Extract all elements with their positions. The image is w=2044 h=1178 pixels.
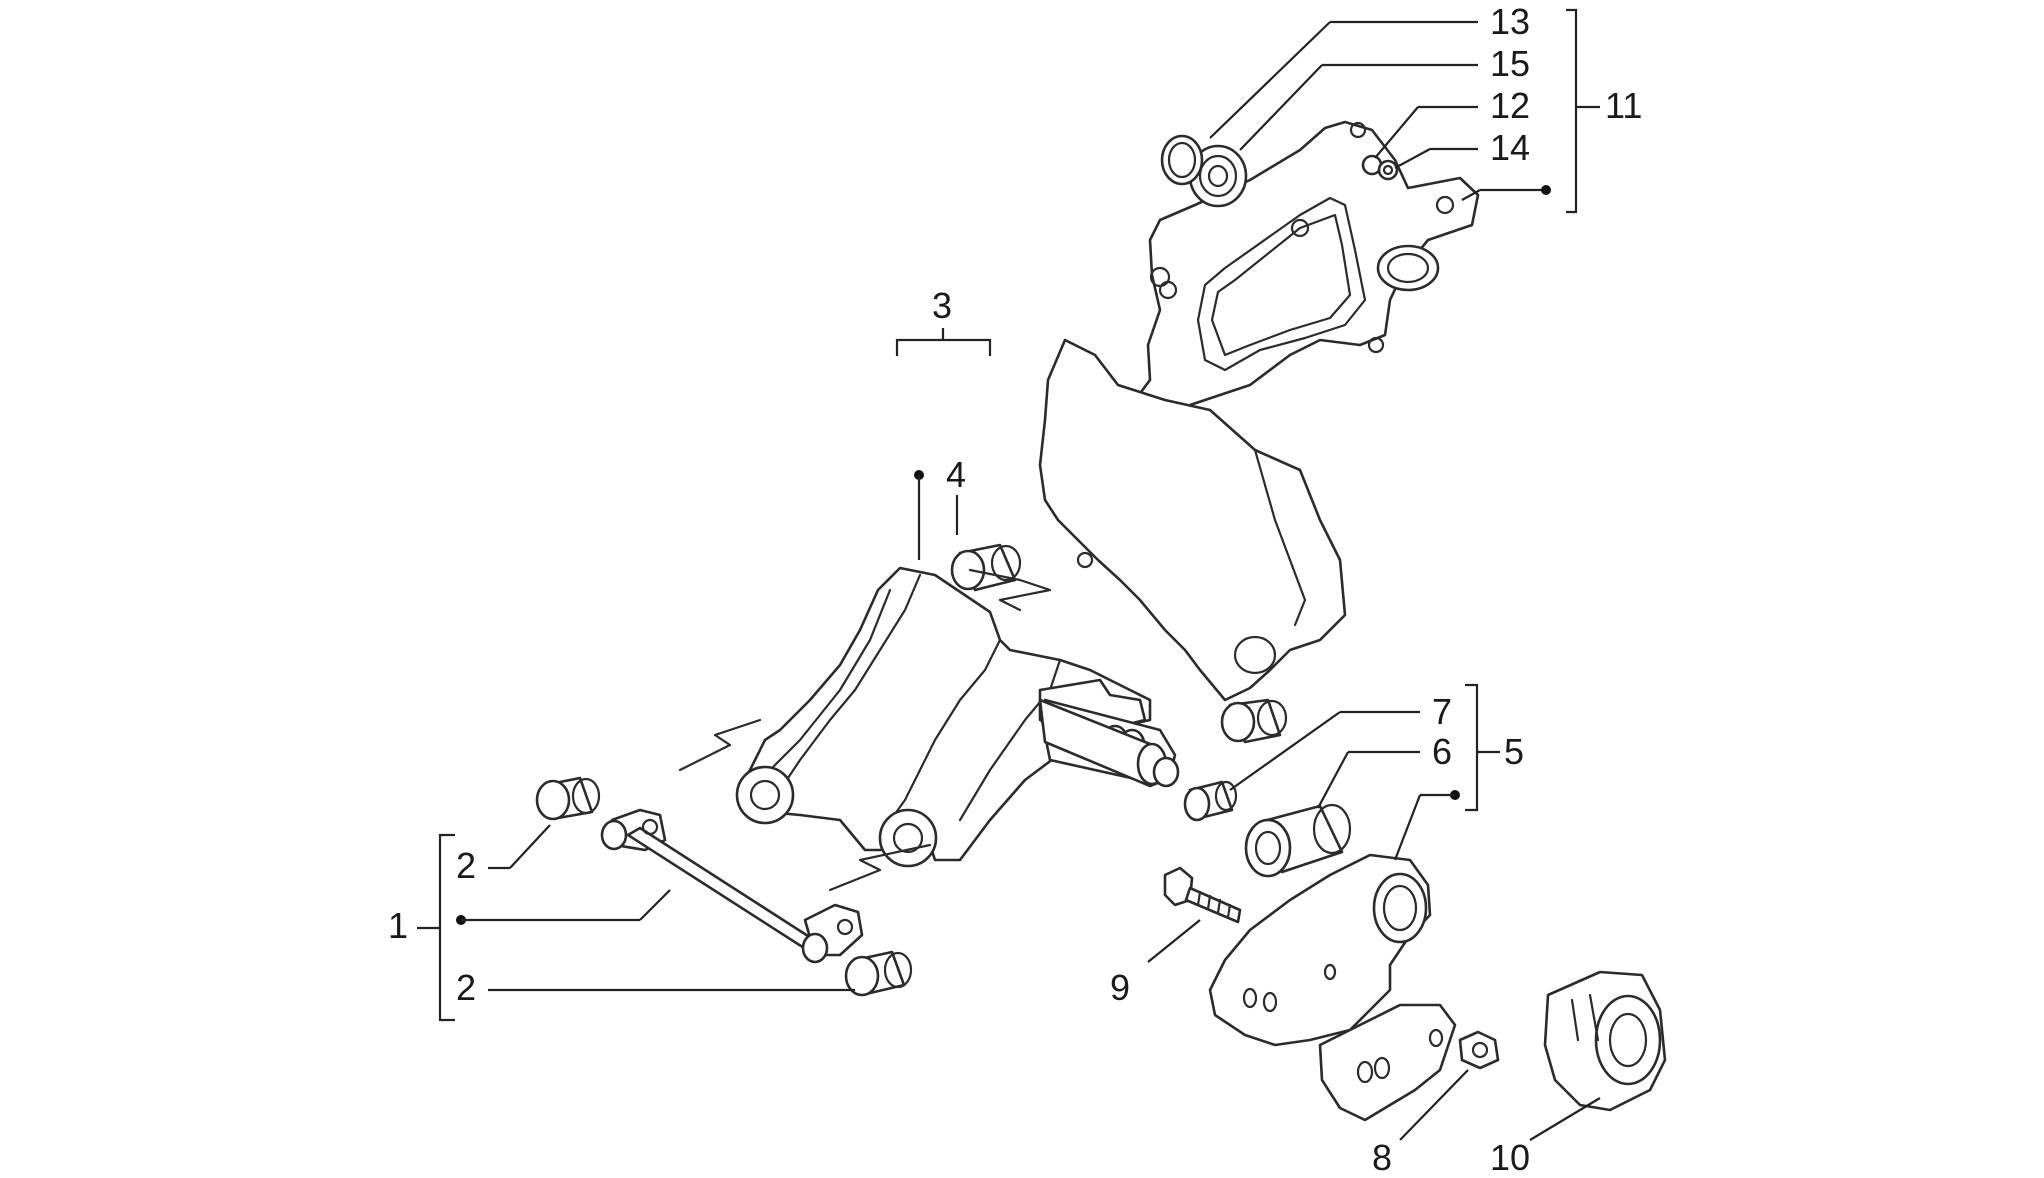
flange-nut-part: [1458, 1030, 1500, 1070]
roller-bearing-part: [1244, 803, 1352, 878]
callout-label-4: 4: [946, 454, 967, 495]
callout-label-11: 11: [1605, 85, 1643, 126]
swingarm-bracket-part: [1101, 120, 1480, 462]
small-plate-part: [1318, 1003, 1457, 1122]
sleeve-part: [1183, 780, 1238, 822]
callout-label-7: 7: [1432, 691, 1453, 732]
pin-bushing-lower-part: [844, 950, 913, 997]
nut-washer-part: [1361, 154, 1399, 181]
callout-label-1: 1: [388, 905, 409, 946]
callout-label-3: 3: [932, 285, 953, 326]
callout-label-2-upper: 2: [456, 845, 477, 886]
link-bushing-part: [1220, 698, 1288, 744]
callout-label-14: 14: [1490, 127, 1531, 168]
swing-link-part: [735, 566, 1177, 868]
callout-label-13: 13: [1490, 1, 1531, 42]
callout-label-10: 10: [1490, 1137, 1531, 1178]
rubber-buffer-part: [1543, 970, 1667, 1112]
alignment-lines: [678, 568, 1052, 892]
callout-label-9: 9: [1110, 967, 1131, 1008]
pin-bushing-upper-part: [535, 776, 601, 821]
bolt-part: [1163, 866, 1242, 924]
callout-label-12: 12: [1490, 85, 1531, 126]
callout-label-2-lower: 2: [456, 967, 477, 1008]
callout-leaders: [417, 8, 1601, 1141]
shaft-part: [1038, 698, 1180, 788]
upper-bushing-part: [950, 543, 1022, 592]
pivot-pin-part: [600, 808, 864, 964]
callout-label-15: 15: [1490, 43, 1531, 84]
bearing-part: [1188, 144, 1248, 208]
rear-plate-part: [1038, 338, 1347, 702]
circlip-part: [1160, 134, 1204, 186]
callout-label-8: 8: [1372, 1137, 1393, 1178]
callout-label-6: 6: [1432, 731, 1453, 772]
callout-label-5: 5: [1504, 731, 1525, 772]
shock-mount-bracket-part: [1208, 853, 1432, 1047]
